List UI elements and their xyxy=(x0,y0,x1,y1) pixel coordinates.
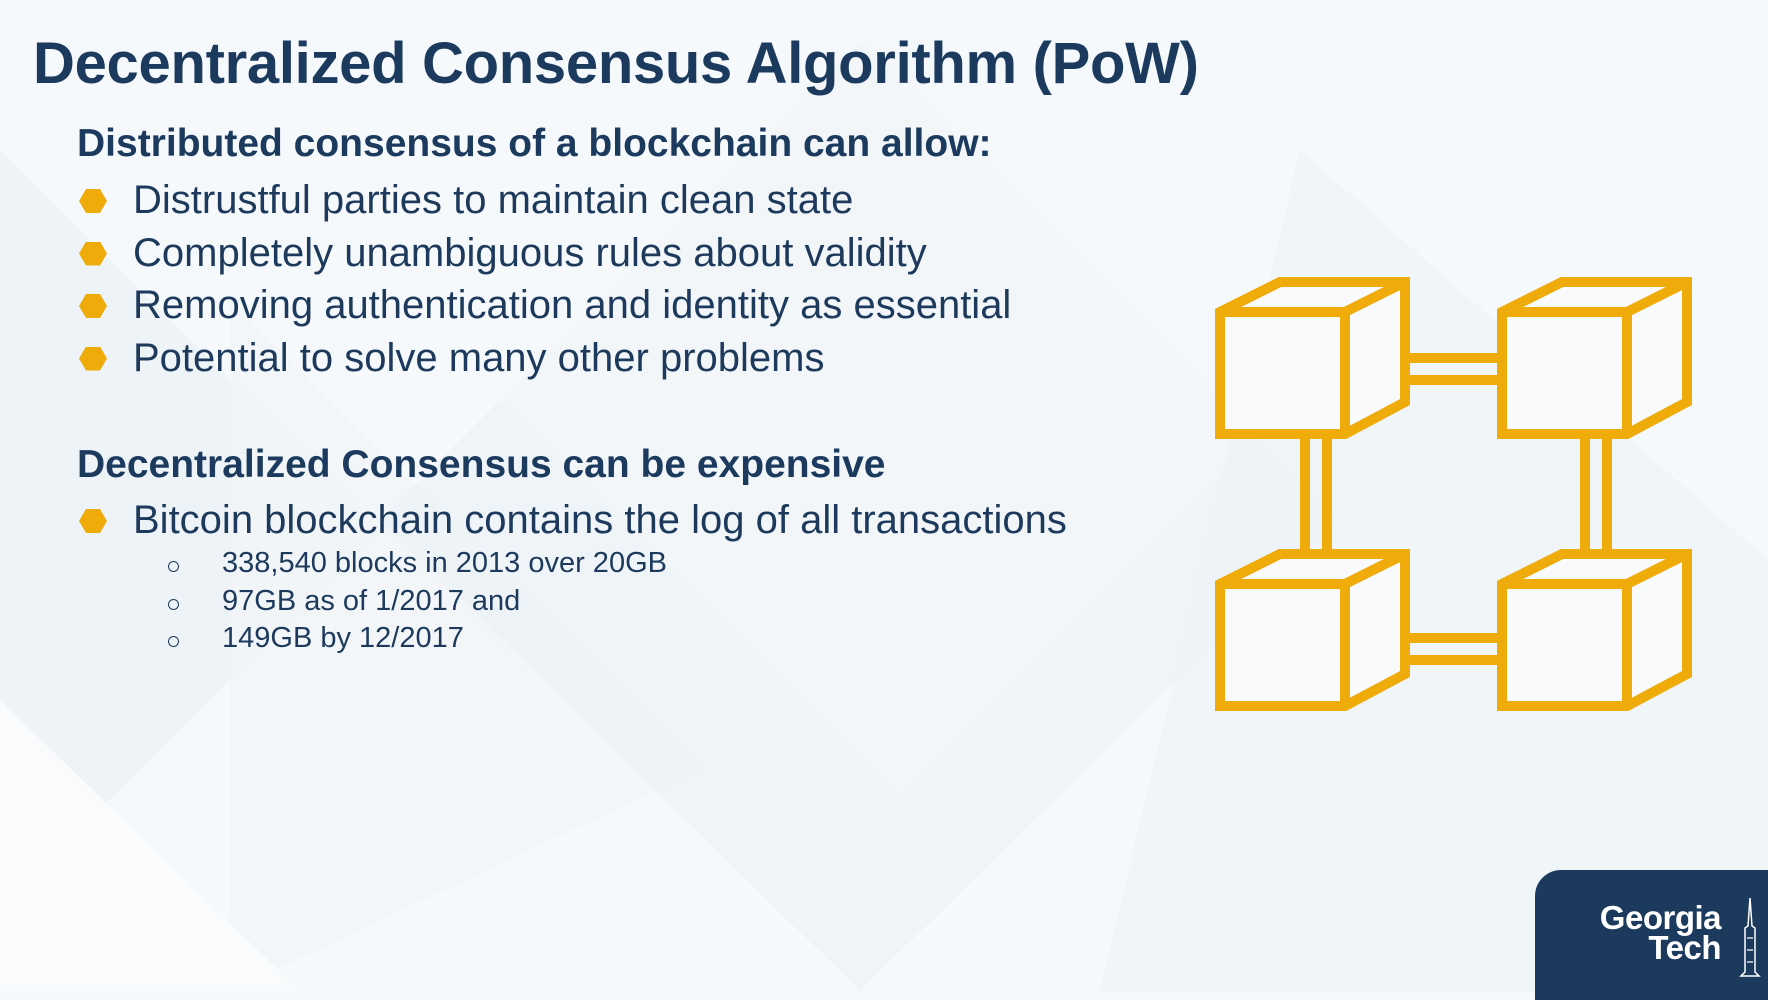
hexagon-bullet-icon xyxy=(79,294,107,318)
circle-bullet-icon xyxy=(168,598,179,610)
blockchain-cubes-icon xyxy=(1210,272,1700,742)
list-item: Removing authentication and identity as … xyxy=(76,279,1011,332)
logo-line-2: Tech xyxy=(1648,929,1721,966)
section-heading-capabilities: Distributed consensus of a blockchain ca… xyxy=(77,122,992,165)
circle-bullet-icon xyxy=(168,636,179,647)
georgia-tech-logo: Georgia Tech xyxy=(1535,870,1768,1000)
sub-bullet-text: 97GB as of 1/2017 and xyxy=(222,584,521,617)
sub-list-item: 338,540 blocks in 2013 over 20GB xyxy=(166,544,667,582)
hexagon-bullet-icon xyxy=(79,509,107,533)
circle-bullet-icon xyxy=(168,561,179,572)
bullet-text: Bitcoin blockchain contains the log of a… xyxy=(133,498,1067,542)
hexagon-bullet-icon xyxy=(79,346,107,371)
cost-bullet-list: Bitcoin blockchain contains the log of a… xyxy=(76,494,1067,547)
sub-list-item: 97GB as of 1/2017 and xyxy=(166,582,667,620)
sub-bullet-text: 338,540 blocks in 2013 over 20GB xyxy=(222,547,667,579)
bullet-text: Potential to solve many other problems xyxy=(133,335,825,380)
hexagon-bullet-icon xyxy=(79,241,107,266)
hexagon-bullet-icon xyxy=(79,189,107,213)
tech-tower-icon xyxy=(1739,898,1761,977)
list-item: Distrustful parties to maintain clean st… xyxy=(76,174,1011,227)
sub-bullet-list: 338,540 blocks in 2013 over 20GB 97GB as… xyxy=(166,544,667,657)
list-item: Completely unambiguous rules about valid… xyxy=(76,227,1011,280)
sub-bullet-text: 149GB by 12/2017 xyxy=(222,622,464,654)
section-heading-cost: Decentralized Consensus can be expensive xyxy=(77,443,886,486)
bullet-text: Completely unambiguous rules about valid… xyxy=(133,230,927,275)
bullet-text: Removing authentication and identity as … xyxy=(133,283,1012,327)
slide-title: Decentralized Consensus Algorithm (PoW) xyxy=(33,31,1199,96)
list-item: Potential to solve many other problems xyxy=(76,332,1011,385)
capabilities-bullet-list: Distrustful parties to maintain clean st… xyxy=(76,174,1011,384)
logo-line-1: Georgia xyxy=(1599,899,1722,936)
bullet-text: Distrustful parties to maintain clean st… xyxy=(133,178,854,222)
list-item: Bitcoin blockchain contains the log of a… xyxy=(76,494,1067,547)
logo-wordmark: Georgia Tech xyxy=(1599,899,1722,966)
sub-list-item: 149GB by 12/2017 xyxy=(166,619,667,657)
